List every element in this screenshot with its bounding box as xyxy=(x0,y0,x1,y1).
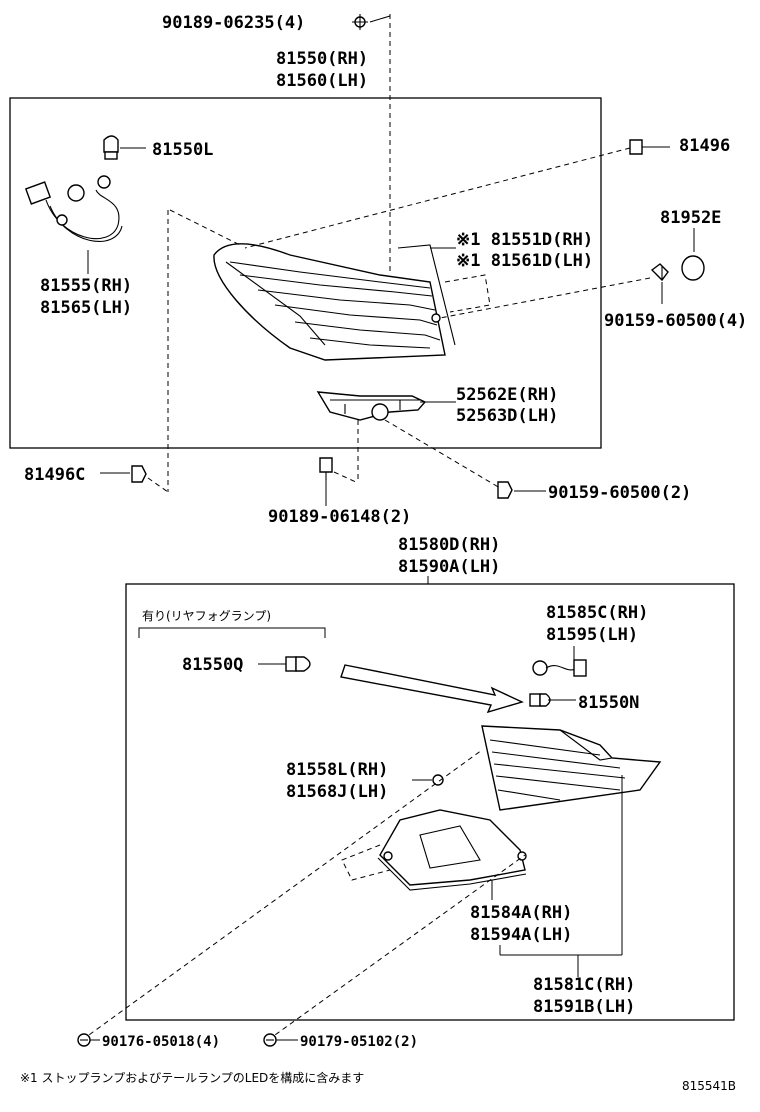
clip-icon xyxy=(629,139,670,155)
part-label-cover-lh[interactable]: 81594A(LH) xyxy=(470,925,572,945)
screw-icon xyxy=(497,481,513,499)
arrow-icon xyxy=(340,664,524,714)
lens-icon xyxy=(481,725,662,811)
top-assembly-group: 90189-06235(4) 81550(RH) 81560(LH) 81550… xyxy=(9,13,747,527)
part-label-bracket-rh[interactable]: 52562E(RH) xyxy=(456,385,558,405)
bulb-icon xyxy=(529,693,551,707)
part-label-assembly2-rh[interactable]: 81580D(RH) xyxy=(398,535,500,555)
part-label-lens2-lh[interactable]: 81591B(LH) xyxy=(533,997,635,1017)
part-label-gasket-lh[interactable]: 81568J(LH) xyxy=(286,782,388,802)
gasket-icon xyxy=(432,774,444,786)
part-label-socket-lh[interactable]: 81565(LH) xyxy=(40,298,132,318)
part-label-screw-a[interactable]: 90176-05018(4) xyxy=(102,1034,220,1050)
bottom-assembly-group: 81580D(RH) 81590A(LH) 有り(リヤフォグランプ) 81550… xyxy=(77,535,735,1050)
part-label-socket-rh[interactable]: 81555(RH) xyxy=(40,276,132,296)
part-label-lens-lh[interactable]: ※1 81561D(LH) xyxy=(456,251,593,271)
part-label-bulb[interactable]: 81550L xyxy=(152,140,213,160)
part-label-lens-rh[interactable]: ※1 81551D(RH) xyxy=(456,230,593,250)
part-label-screw-top[interactable]: 90189-06235(4) xyxy=(162,13,305,33)
cover-icon xyxy=(377,809,527,891)
part-label-screw-right[interactable]: 90159-60500(4) xyxy=(604,311,747,331)
socket-icon xyxy=(532,659,587,677)
cap-icon xyxy=(681,255,705,281)
diagram-code: 815541B xyxy=(682,1079,736,1093)
clip-icon xyxy=(131,465,147,483)
bulb-icon xyxy=(103,135,119,160)
part-label-socket2-lh[interactable]: 81595(LH) xyxy=(546,625,638,645)
part-label-screw-bracket[interactable]: 90159-60500(2) xyxy=(548,483,691,503)
part-label-screw-b[interactable]: 90179-05102(2) xyxy=(300,1034,418,1050)
part-label-clip-left[interactable]: 81496C xyxy=(24,465,85,485)
part-label-bulb2[interactable]: 81550N xyxy=(578,693,639,713)
part-label-assembly-lh[interactable]: 81560(LH) xyxy=(276,71,368,91)
bulb-icon xyxy=(285,656,311,672)
part-label-assembly2-lh[interactable]: 81590A(LH) xyxy=(398,557,500,577)
part-label-cover-rh[interactable]: 81584A(RH) xyxy=(470,903,572,923)
screw-icon xyxy=(650,263,669,282)
top-assembly-box xyxy=(9,97,602,449)
part-label-screw-bottom[interactable]: 90189-06148(2) xyxy=(268,507,411,527)
part-label-lens2-rh[interactable]: 81581C(RH) xyxy=(533,975,635,995)
part-label-cap[interactable]: 81952E xyxy=(660,208,721,228)
bracket-icon xyxy=(316,391,427,421)
screw-icon xyxy=(263,1033,277,1047)
part-label-gasket-rh[interactable]: 81558L(RH) xyxy=(286,760,388,780)
screw-icon xyxy=(77,1033,91,1047)
part-label-socket2-rh[interactable]: 81585C(RH) xyxy=(546,603,648,623)
screw-icon xyxy=(352,14,368,30)
part-label-assembly-rh[interactable]: 81550(RH) xyxy=(276,49,368,69)
part-label-bracket-lh[interactable]: 52563D(LH) xyxy=(456,406,558,426)
part-label-clip-right[interactable]: 81496 xyxy=(679,136,730,156)
fog-lamp-note: 有り(リヤフォグランプ) xyxy=(142,609,271,623)
bottom-assembly-box xyxy=(125,583,735,1021)
screw-icon xyxy=(319,457,333,480)
part-label-bulb-fog[interactable]: 81550Q xyxy=(182,655,243,675)
wire-harness-icon xyxy=(24,175,123,242)
footnote: ※1 ストップランプおよびテールランプのLEDを構成に含みます xyxy=(20,1070,364,1085)
tail-lamp-icon xyxy=(213,243,456,361)
